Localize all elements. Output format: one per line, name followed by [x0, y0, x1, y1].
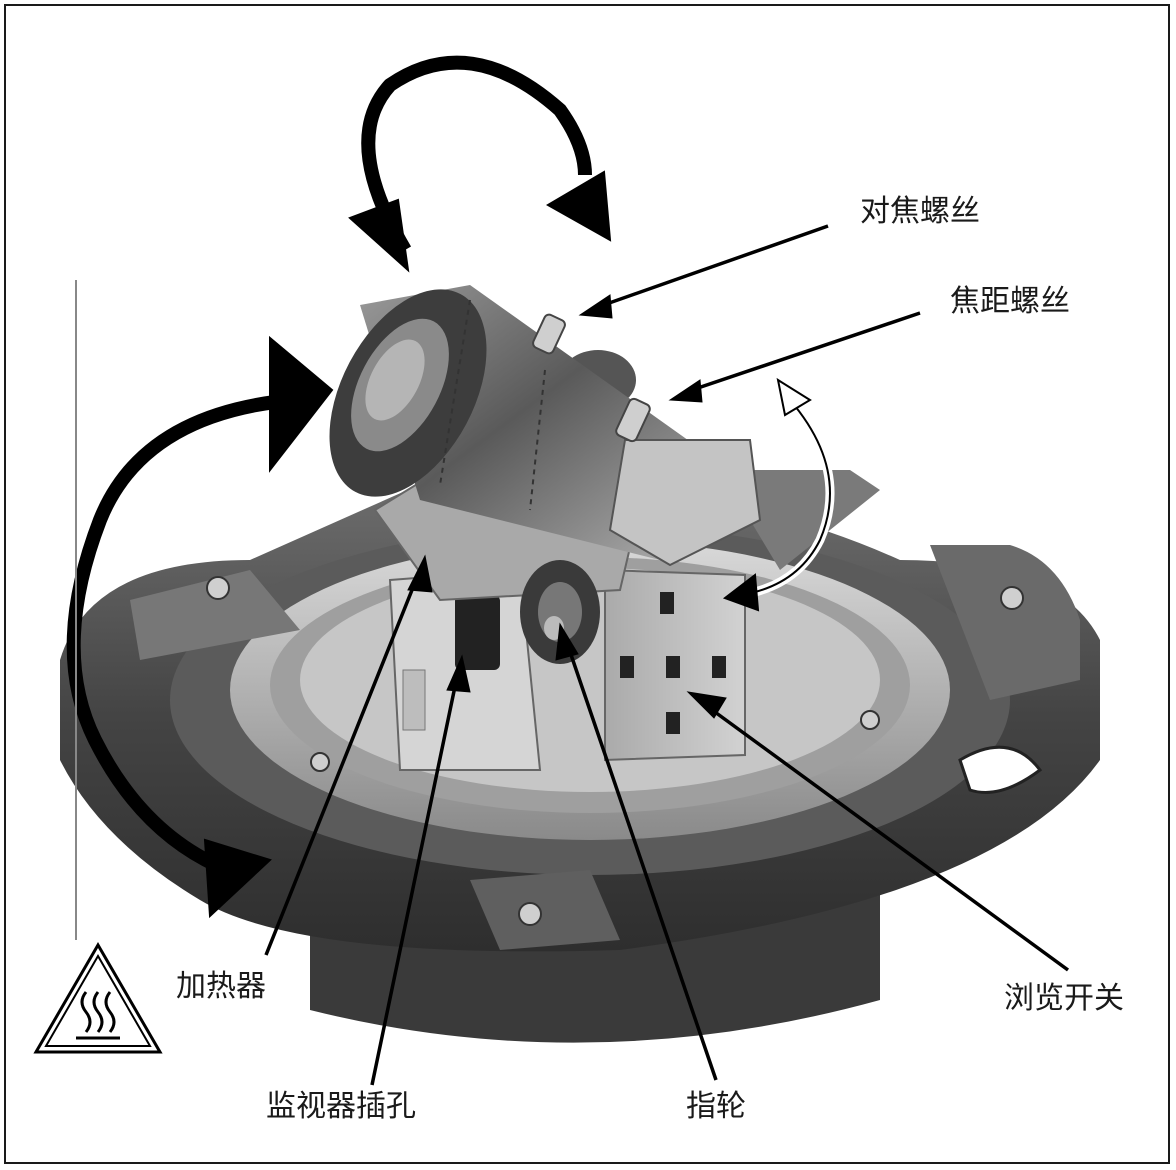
label-zoom-screw: 焦距螺丝 [950, 284, 1070, 319]
tilt-arrow-icon [361, 55, 592, 254]
label-thumbwheel: 指轮 [686, 1089, 746, 1124]
leader-lines [264, 224, 1070, 1086]
zoom-screw-part [615, 397, 651, 443]
pan-arrow-icon [66, 395, 276, 873]
hot-surface-warning-icon [33, 942, 163, 1054]
rotation-arrows [66, 55, 835, 919]
label-browse-switch: 浏览开关 [1004, 981, 1124, 1016]
monitor-jack-part [455, 595, 500, 670]
focus-screw-part [532, 313, 566, 355]
lens [329, 285, 762, 567]
label-focus-screw: 对焦螺丝 [860, 194, 980, 229]
label-heater: 加热器 [176, 969, 266, 1004]
label-monitor-jack: 监视器插孔 [266, 1089, 416, 1124]
